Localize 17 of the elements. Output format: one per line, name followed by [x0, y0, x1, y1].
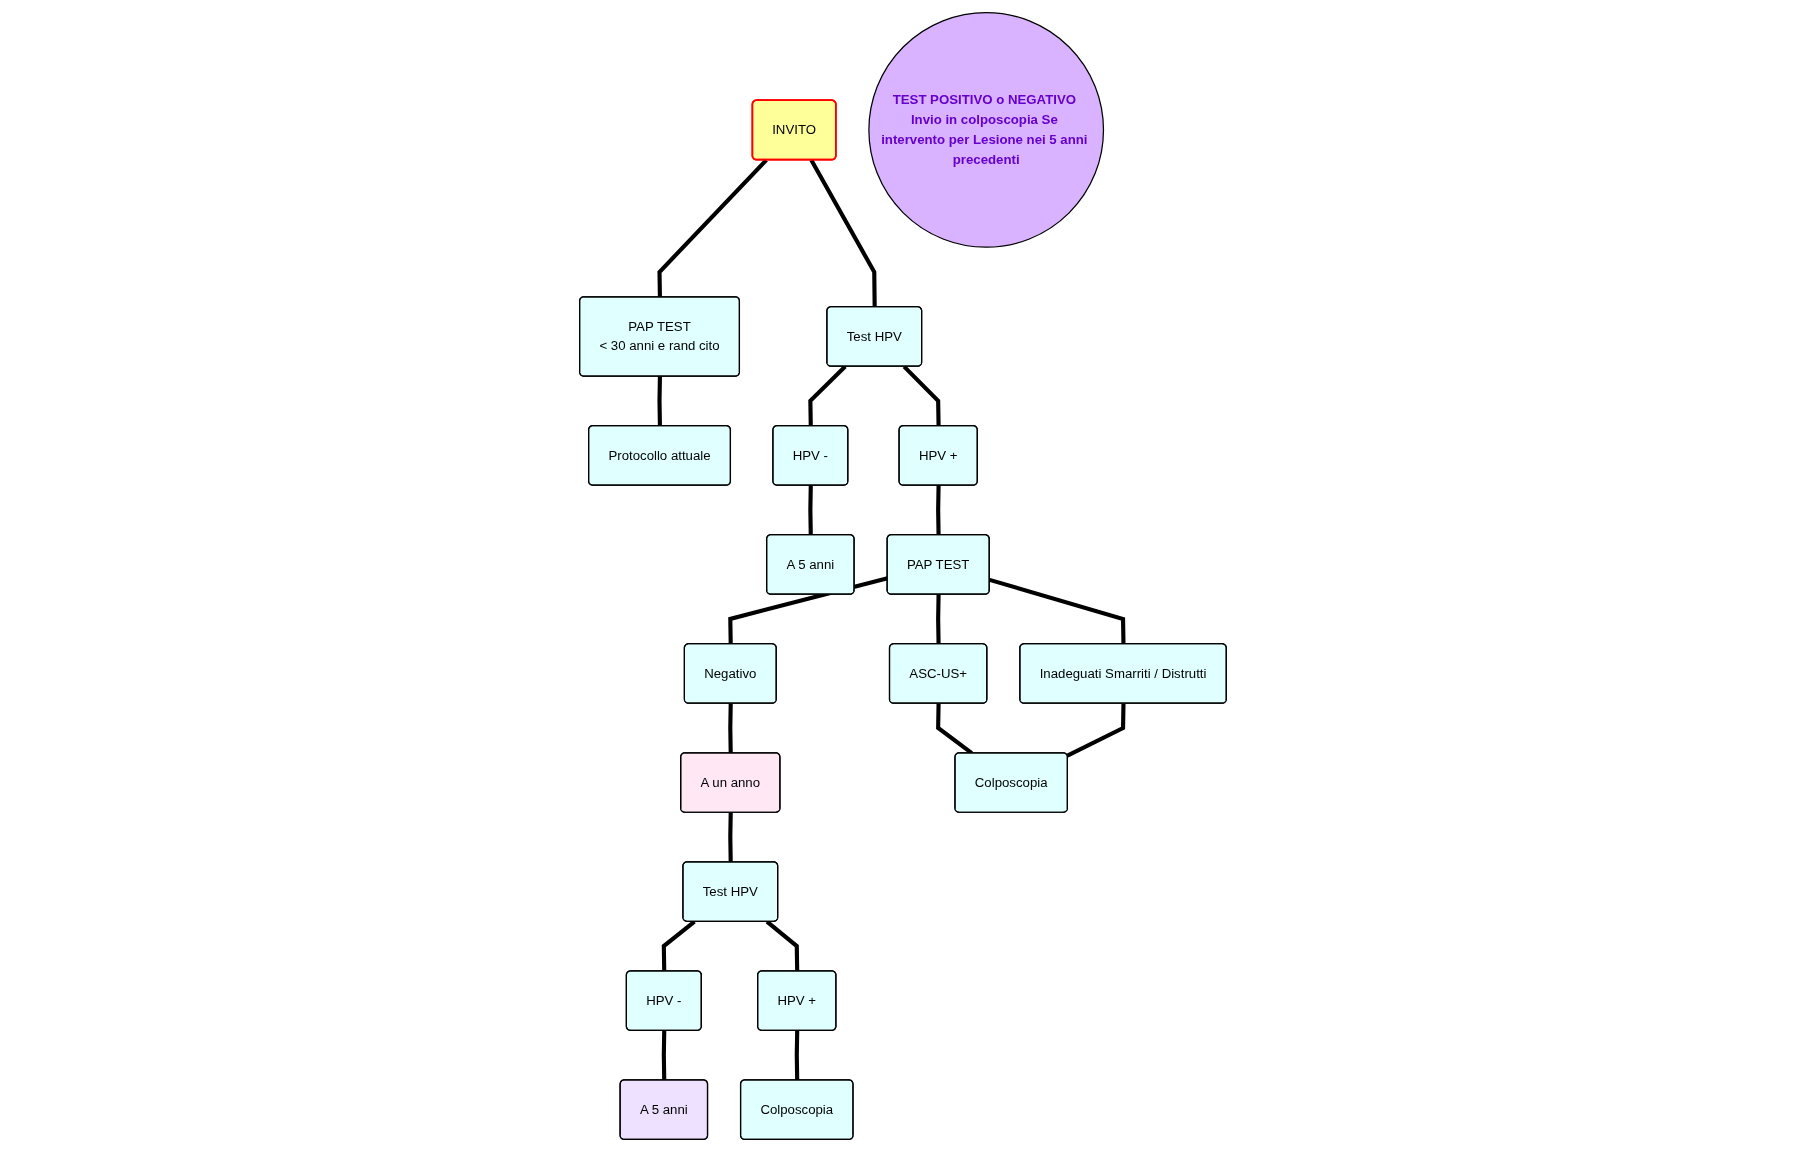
connector	[657, 376, 662, 427]
connector	[661, 1030, 666, 1081]
connector	[809, 159, 877, 308]
connector	[807, 365, 847, 427]
connector	[657, 158, 768, 298]
connector	[727, 812, 733, 863]
connector	[988, 577, 1126, 645]
connector	[935, 485, 941, 536]
connector	[765, 920, 799, 972]
connector	[902, 365, 941, 427]
connector	[935, 594, 941, 645]
connector	[794, 1030, 799, 1081]
connector	[807, 485, 813, 536]
connector	[661, 920, 696, 972]
node-circle: TEST POSITIVO o NEGATIVO Invio in colposcopia Se intervento per Lesione nei 5 anni precedenti	[867, 12, 1104, 248]
connector	[727, 703, 733, 754]
connector	[1066, 703, 1126, 758]
